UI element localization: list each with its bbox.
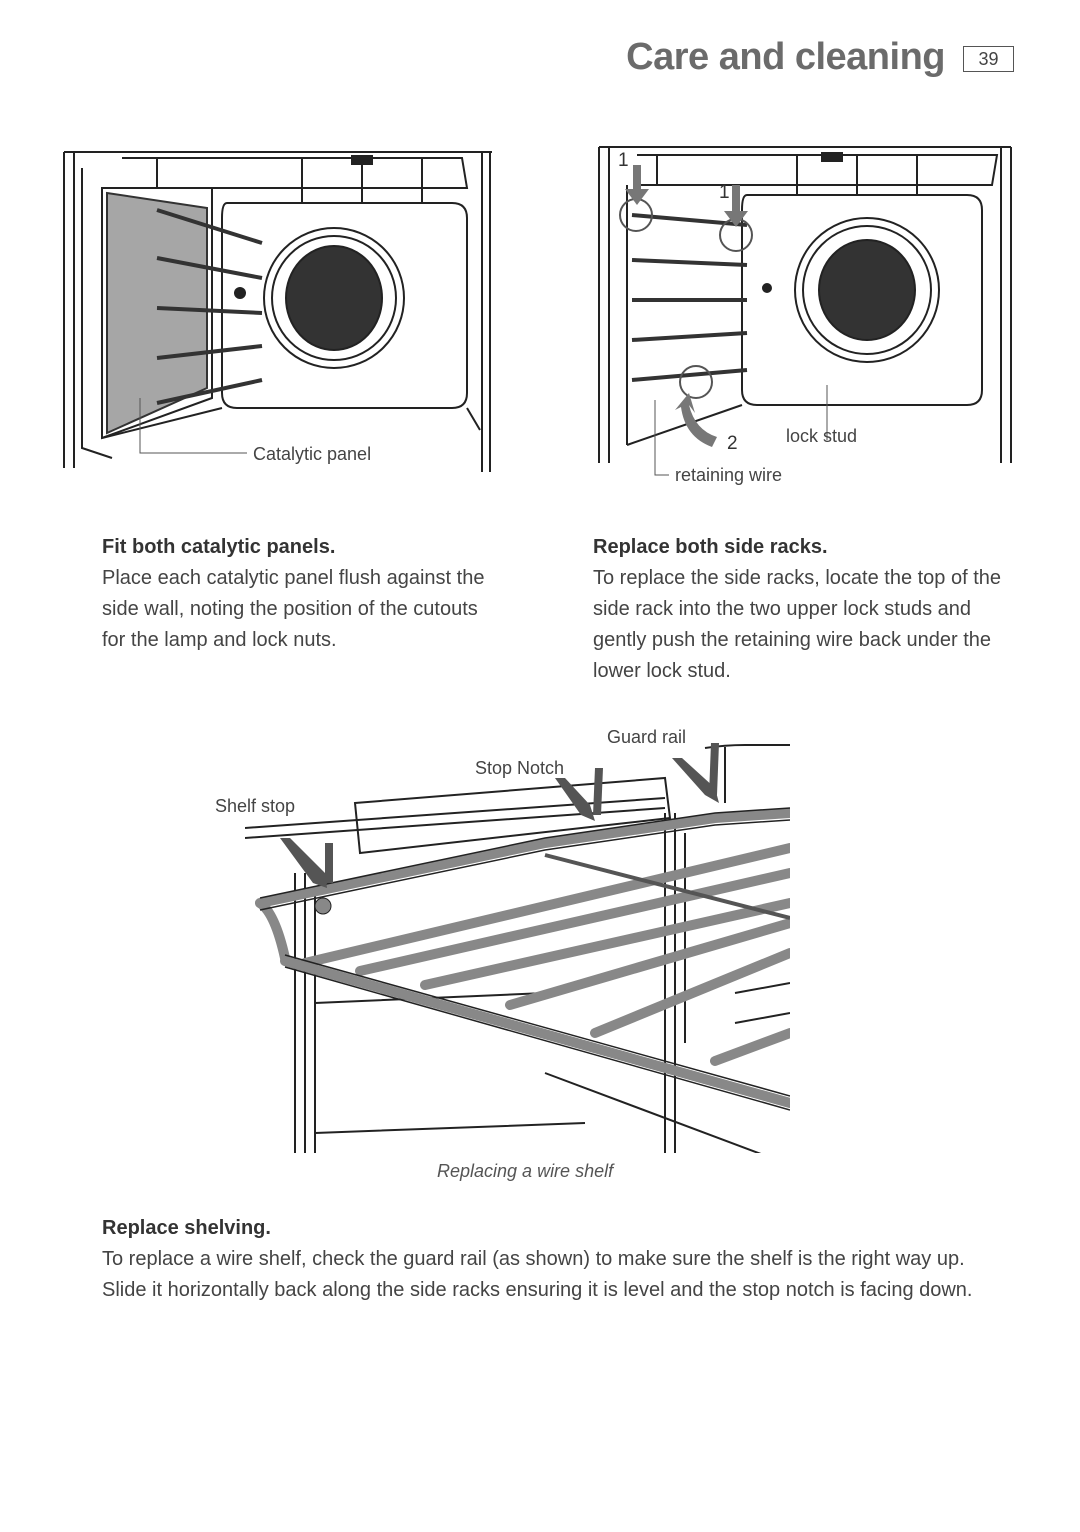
step-2-label: 2 (727, 433, 738, 454)
step-1-label-right: 1 (719, 182, 730, 203)
retaining-wire-callout: retaining wire (675, 465, 783, 485)
page-title: Care and cleaning (626, 36, 945, 78)
shelf-stop-label: Shelf stop (215, 796, 296, 816)
step-1-label-left: 1 (618, 150, 629, 171)
stop-notch-label: Stop Notch (475, 758, 565, 778)
oven-catalytic-panel-illustration (63, 151, 492, 472)
side-racks-body: To replace the side racks, locate the to… (593, 567, 1002, 682)
figure-caption: Replacing a wire shelf (437, 1161, 614, 1181)
catalytic-heading: Fit both catalytic panels. (102, 536, 336, 558)
shelving-body: To replace a wire shelf, check the guard… (102, 1248, 973, 1301)
side-racks-heading: Replace both side racks. (593, 536, 828, 558)
page-number: 39 (963, 46, 1014, 72)
lock-stud-callout: lock stud (786, 426, 858, 446)
shelving-heading: Replace shelving. (102, 1217, 271, 1239)
catalytic-body: Place each catalytic panel flush against… (102, 567, 485, 651)
catalytic-panel-callout: Catalytic panel (253, 444, 372, 464)
oven-side-rack-illustration (598, 146, 1012, 476)
guard-rail-label: Guard rail (607, 727, 687, 747)
wire-shelf-illustration (245, 743, 790, 1153)
